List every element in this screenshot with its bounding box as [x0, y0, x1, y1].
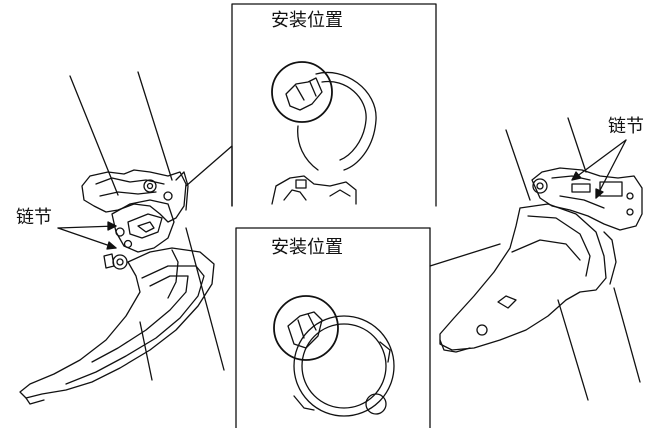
- left-cage-fold: [168, 250, 178, 298]
- right-frame-tube-line-1: [506, 130, 530, 200]
- right-cage-tail: [440, 340, 470, 352]
- bottom-inset: [236, 228, 500, 428]
- right-frame-tube-line-3: [558, 300, 588, 400]
- top-inset-title: 安装位置: [271, 10, 343, 31]
- left-clamp-body: [82, 170, 186, 222]
- left-link-plate: [112, 200, 174, 252]
- left-chain-link-label: 链节: [16, 207, 52, 228]
- right-adjust-bolt: [533, 179, 547, 193]
- left-adjust-bolt-center: [117, 259, 123, 265]
- top-inset-mechanism-detail: [284, 190, 306, 200]
- bottom-inset-bracket: [288, 312, 322, 348]
- right-derailleur-view: [440, 118, 642, 400]
- right-cage-back-plate: [604, 232, 616, 284]
- left-link-pin: [116, 228, 124, 236]
- bottom-inset-bracket-detail-2: [308, 314, 316, 330]
- left-top-bolt: [144, 180, 156, 192]
- left-top-bolt-2: [164, 192, 172, 200]
- right-pin-1: [627, 193, 633, 199]
- bottom-inset-ring-detail-2: [380, 342, 390, 362]
- top-inset-connector: [186, 146, 232, 206]
- left-frame-tube-line-3: [186, 228, 224, 370]
- left-link-plate-detail: [138, 222, 154, 232]
- right-frame-tube-line-4: [614, 288, 640, 382]
- left-clamp-edge: [176, 172, 188, 210]
- top-inset-clamp-ring: [316, 72, 376, 170]
- top-inset-bracket-detail: [296, 86, 304, 100]
- left-bolt-housing: [104, 254, 114, 268]
- top-inset-ring-left: [298, 126, 318, 170]
- left-callout-arrow-2: [58, 228, 116, 248]
- left-callout-arrow-1: [58, 226, 116, 228]
- right-arrowhead-2: [596, 189, 603, 198]
- left-link-pin-2: [125, 241, 132, 248]
- right-callout-arrow-2: [596, 140, 626, 198]
- right-callout-arrows: [572, 140, 626, 198]
- bottom-inset-bracket-detail: [298, 320, 304, 338]
- left-callout-arrows: [58, 222, 116, 249]
- top-inset-magnifier: [272, 62, 332, 122]
- right-cage-screw: [477, 325, 487, 335]
- right-callout-arrow-1: [572, 140, 626, 180]
- right-top-mechanism: [532, 168, 642, 230]
- right-frame-tube-line-2: [568, 118, 586, 172]
- left-frame-tube-line-4: [140, 322, 152, 380]
- left-adjust-bolt: [113, 255, 127, 269]
- left-cage-tail: [26, 398, 44, 404]
- left-arrowhead-1: [108, 222, 116, 230]
- right-mechanism-detail-2: [560, 196, 604, 208]
- top-inset-bracket: [286, 78, 322, 110]
- right-chain-link-label: 链节: [608, 116, 644, 137]
- right-mechanism-detail: [552, 176, 590, 180]
- right-link-slot: [572, 184, 590, 192]
- right-pin-2: [627, 209, 633, 215]
- top-inset: [232, 4, 436, 206]
- left-derailleur-view: [20, 72, 224, 404]
- bottom-inset-ring-detail: [294, 396, 314, 410]
- bottom-inset-clamp-ring: [294, 316, 394, 416]
- left-clamp-detail-2: [100, 192, 156, 196]
- left-frame-tube-line-2: [138, 72, 172, 180]
- right-chain-cage: [440, 204, 606, 350]
- left-clamp-detail: [96, 178, 164, 184]
- left-arrowhead-2: [107, 242, 116, 249]
- left-cage-inner-edge-2: [92, 276, 188, 362]
- right-adjust-bolt-center: [537, 183, 543, 189]
- bottom-inset-magnifier: [274, 296, 338, 360]
- left-chain-cage: [20, 248, 214, 398]
- right-cage-inner-edge: [528, 216, 590, 276]
- top-inset-mechanism-detail-2: [330, 190, 350, 196]
- top-inset-mechanism-block: [296, 180, 306, 188]
- bottom-inset-clamp-bolt: [366, 394, 386, 414]
- top-inset-clamp-ring-inner: [322, 81, 366, 160]
- left-cage-inner-edge: [66, 266, 204, 384]
- left-top-bolt-center: [148, 184, 153, 189]
- right-cage-slot: [498, 296, 516, 308]
- bottom-inset-clamp-ring-inner: [302, 324, 386, 408]
- top-inset-frame: [232, 4, 436, 206]
- right-cage-inner-edge-2: [512, 240, 580, 260]
- bottom-inset-title: 安装位置: [271, 237, 343, 258]
- left-frame-tube-line-1: [70, 76, 118, 195]
- bottom-inset-frame: [236, 228, 430, 428]
- left-link-plate-window: [128, 214, 162, 238]
- top-inset-mechanism: [272, 176, 356, 204]
- top-inset-bracket-detail-2: [310, 82, 316, 96]
- right-arrowhead-1: [572, 172, 581, 180]
